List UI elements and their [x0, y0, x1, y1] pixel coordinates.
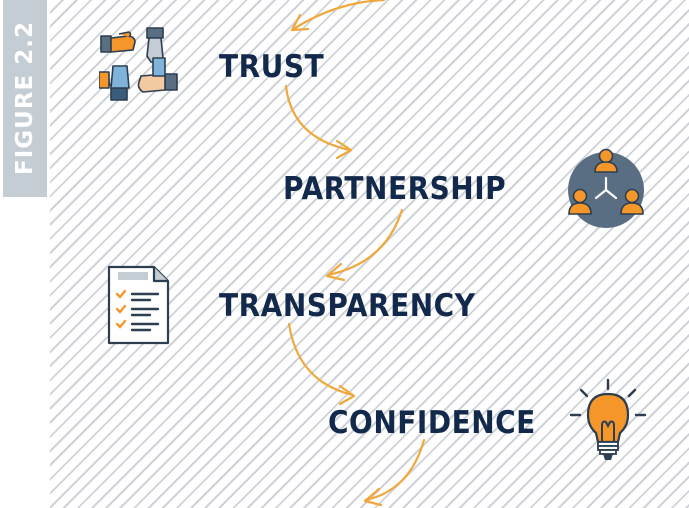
arrow-top-incoming [290, 0, 386, 32]
arrow-partnership-to-transparency [325, 208, 404, 282]
arrow-confidence-outgoing [363, 438, 426, 507]
hands-teamwork-icon [99, 27, 178, 101]
arrow-transparency-to-confidence [287, 322, 356, 406]
lightbulb-icon [569, 378, 647, 460]
step-trust: TRUST [219, 48, 325, 85]
arrow-trust-to-partnership [284, 84, 353, 160]
checklist-document-icon [107, 265, 170, 345]
step-partnership: PARTNERSHIP [283, 170, 507, 207]
step-transparency: TRANSPARENCY [219, 287, 476, 324]
step-confidence: CONFIDENCE [328, 404, 536, 441]
network-people-icon [568, 148, 644, 228]
figure-label-tab: FIGURE 2.2 [3, 0, 47, 197]
